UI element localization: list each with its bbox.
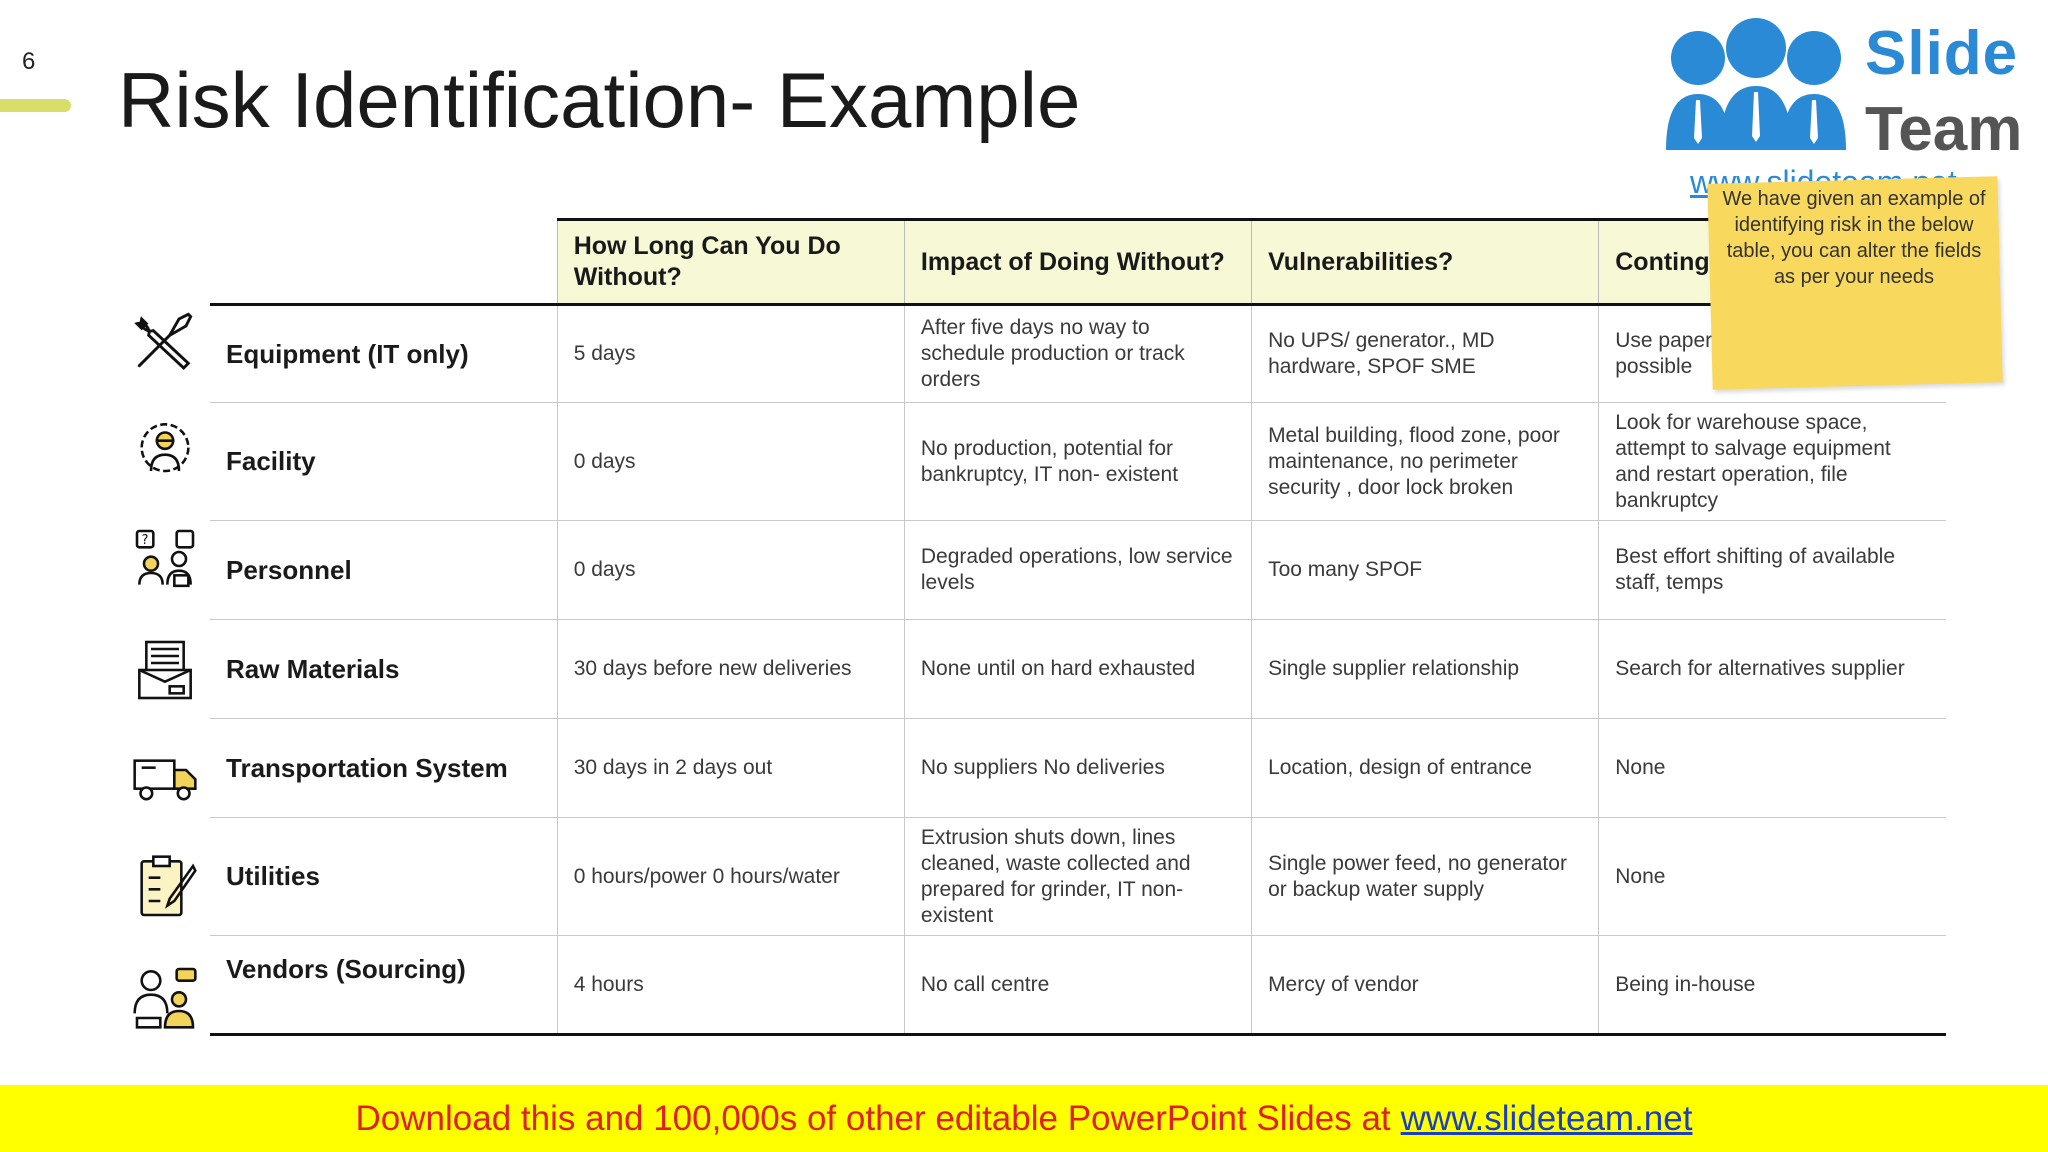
table-cell: Single power feed, no generator or backu… bbox=[1251, 817, 1599, 936]
sticky-note-text: We have given an example of identifying … bbox=[1722, 188, 1986, 288]
table-cell: 5 days bbox=[556, 304, 905, 403]
row-label: Raw Materials bbox=[210, 619, 558, 719]
table-cell: No suppliers No deliveries bbox=[903, 718, 1252, 818]
accent-bar bbox=[0, 99, 71, 112]
svg-text:?: ? bbox=[142, 533, 149, 548]
banner-text: Download this and 100,000s of other edit… bbox=[355, 1098, 1391, 1138]
table-cell: Being in-house bbox=[1598, 935, 1946, 1036]
slide-title: Risk Identification- Example bbox=[118, 56, 1081, 144]
table-cell: None bbox=[1598, 718, 1946, 818]
table-cell: No production, potential for bankruptcy,… bbox=[903, 402, 1252, 521]
table-cell: Search for alternatives supplier bbox=[1598, 619, 1946, 719]
people-question-icon: ? bbox=[135, 529, 195, 588]
vendor-people-icon bbox=[133, 967, 197, 1029]
table-cell: Best effort shifting of available staff,… bbox=[1598, 520, 1946, 620]
table-cell: Look for warehouse space, attempt to sal… bbox=[1598, 402, 1946, 521]
logo-text-team: Team bbox=[1865, 95, 2023, 164]
table-cell: Too many SPOF bbox=[1251, 520, 1599, 620]
download-banner: Download this and 100,000s of other edit… bbox=[0, 1085, 2048, 1152]
row-label: Transportation System bbox=[210, 718, 558, 818]
table-cell: Degraded operations, low service levels bbox=[903, 520, 1252, 620]
table-cell: None until on hard exhausted bbox=[903, 619, 1252, 719]
table-cell: Location, design of entrance bbox=[1251, 718, 1599, 818]
clipboard-checklist-icon bbox=[140, 855, 197, 917]
raw-materials-box-icon bbox=[138, 640, 192, 700]
slide-number: 6 bbox=[22, 48, 36, 75]
table-cell: 0 hours/power 0 hours/water bbox=[556, 817, 905, 936]
header-blank bbox=[210, 219, 558, 306]
table-cell: Mercy of vendor bbox=[1251, 935, 1599, 1036]
truck-icon bbox=[133, 759, 197, 801]
risk-table: How Long Can You Do Without? Impact of D… bbox=[210, 218, 1946, 1036]
table-row: Transportation System 30 days in 2 days … bbox=[210, 718, 1946, 818]
tools-icon bbox=[134, 312, 193, 371]
table-cell: No UPS/ generator., MD hardware, SPOF SM… bbox=[1251, 304, 1599, 403]
table-cell: 0 days bbox=[556, 402, 905, 521]
table-cell: 4 hours bbox=[556, 935, 905, 1036]
logo-text-slide: Slide bbox=[1865, 19, 2019, 88]
slideteam-people-logo-icon bbox=[1666, 18, 1846, 150]
row-label: Vendors (Sourcing) bbox=[210, 935, 558, 1036]
header-vulnerabilities: Vulnerabilities? bbox=[1251, 218, 1599, 306]
table-cell: Single supplier relationship bbox=[1251, 619, 1599, 719]
table-cell: None bbox=[1598, 817, 1946, 936]
row-label: Personnel bbox=[210, 520, 558, 620]
table-cell: After five days no way to schedule produ… bbox=[903, 304, 1252, 403]
row-label: Facility bbox=[210, 402, 558, 521]
table-cell: Extrusion shuts down, lines cleaned, was… bbox=[903, 817, 1252, 936]
table-cell: No call centre bbox=[903, 935, 1252, 1036]
factory-worker-gear-icon bbox=[140, 423, 190, 473]
table-row: Equipment (IT only) 5 days After five da… bbox=[210, 304, 1946, 403]
header-impact: Impact of Doing Without? bbox=[903, 218, 1252, 306]
table-header-row: How Long Can You Do Without? Impact of D… bbox=[210, 218, 1946, 306]
table-row: Personnel 0 days Degraded operations, lo… bbox=[210, 520, 1946, 620]
table-row: Facility 0 days No production, potential… bbox=[210, 402, 1946, 521]
table-row: Utilities 0 hours/power 0 hours/water Ex… bbox=[210, 817, 1946, 936]
table-cell: 30 days in 2 days out bbox=[556, 718, 905, 818]
table-cell: 30 days before new deliveries bbox=[556, 619, 905, 719]
header-how-long: How Long Can You Do Without? bbox=[556, 218, 905, 306]
table-cell: 0 days bbox=[556, 520, 905, 620]
table-cell: Metal building, flood zone, poor mainten… bbox=[1251, 402, 1599, 521]
row-label: Utilities bbox=[210, 817, 558, 936]
table-row: Raw Materials 30 days before new deliver… bbox=[210, 619, 1946, 719]
row-label: Equipment (IT only) bbox=[210, 304, 558, 403]
banner-link[interactable]: www.slideteam.net bbox=[1400, 1098, 1693, 1138]
table-row: Vendors (Sourcing) 4 hours No call centr… bbox=[210, 935, 1946, 1036]
